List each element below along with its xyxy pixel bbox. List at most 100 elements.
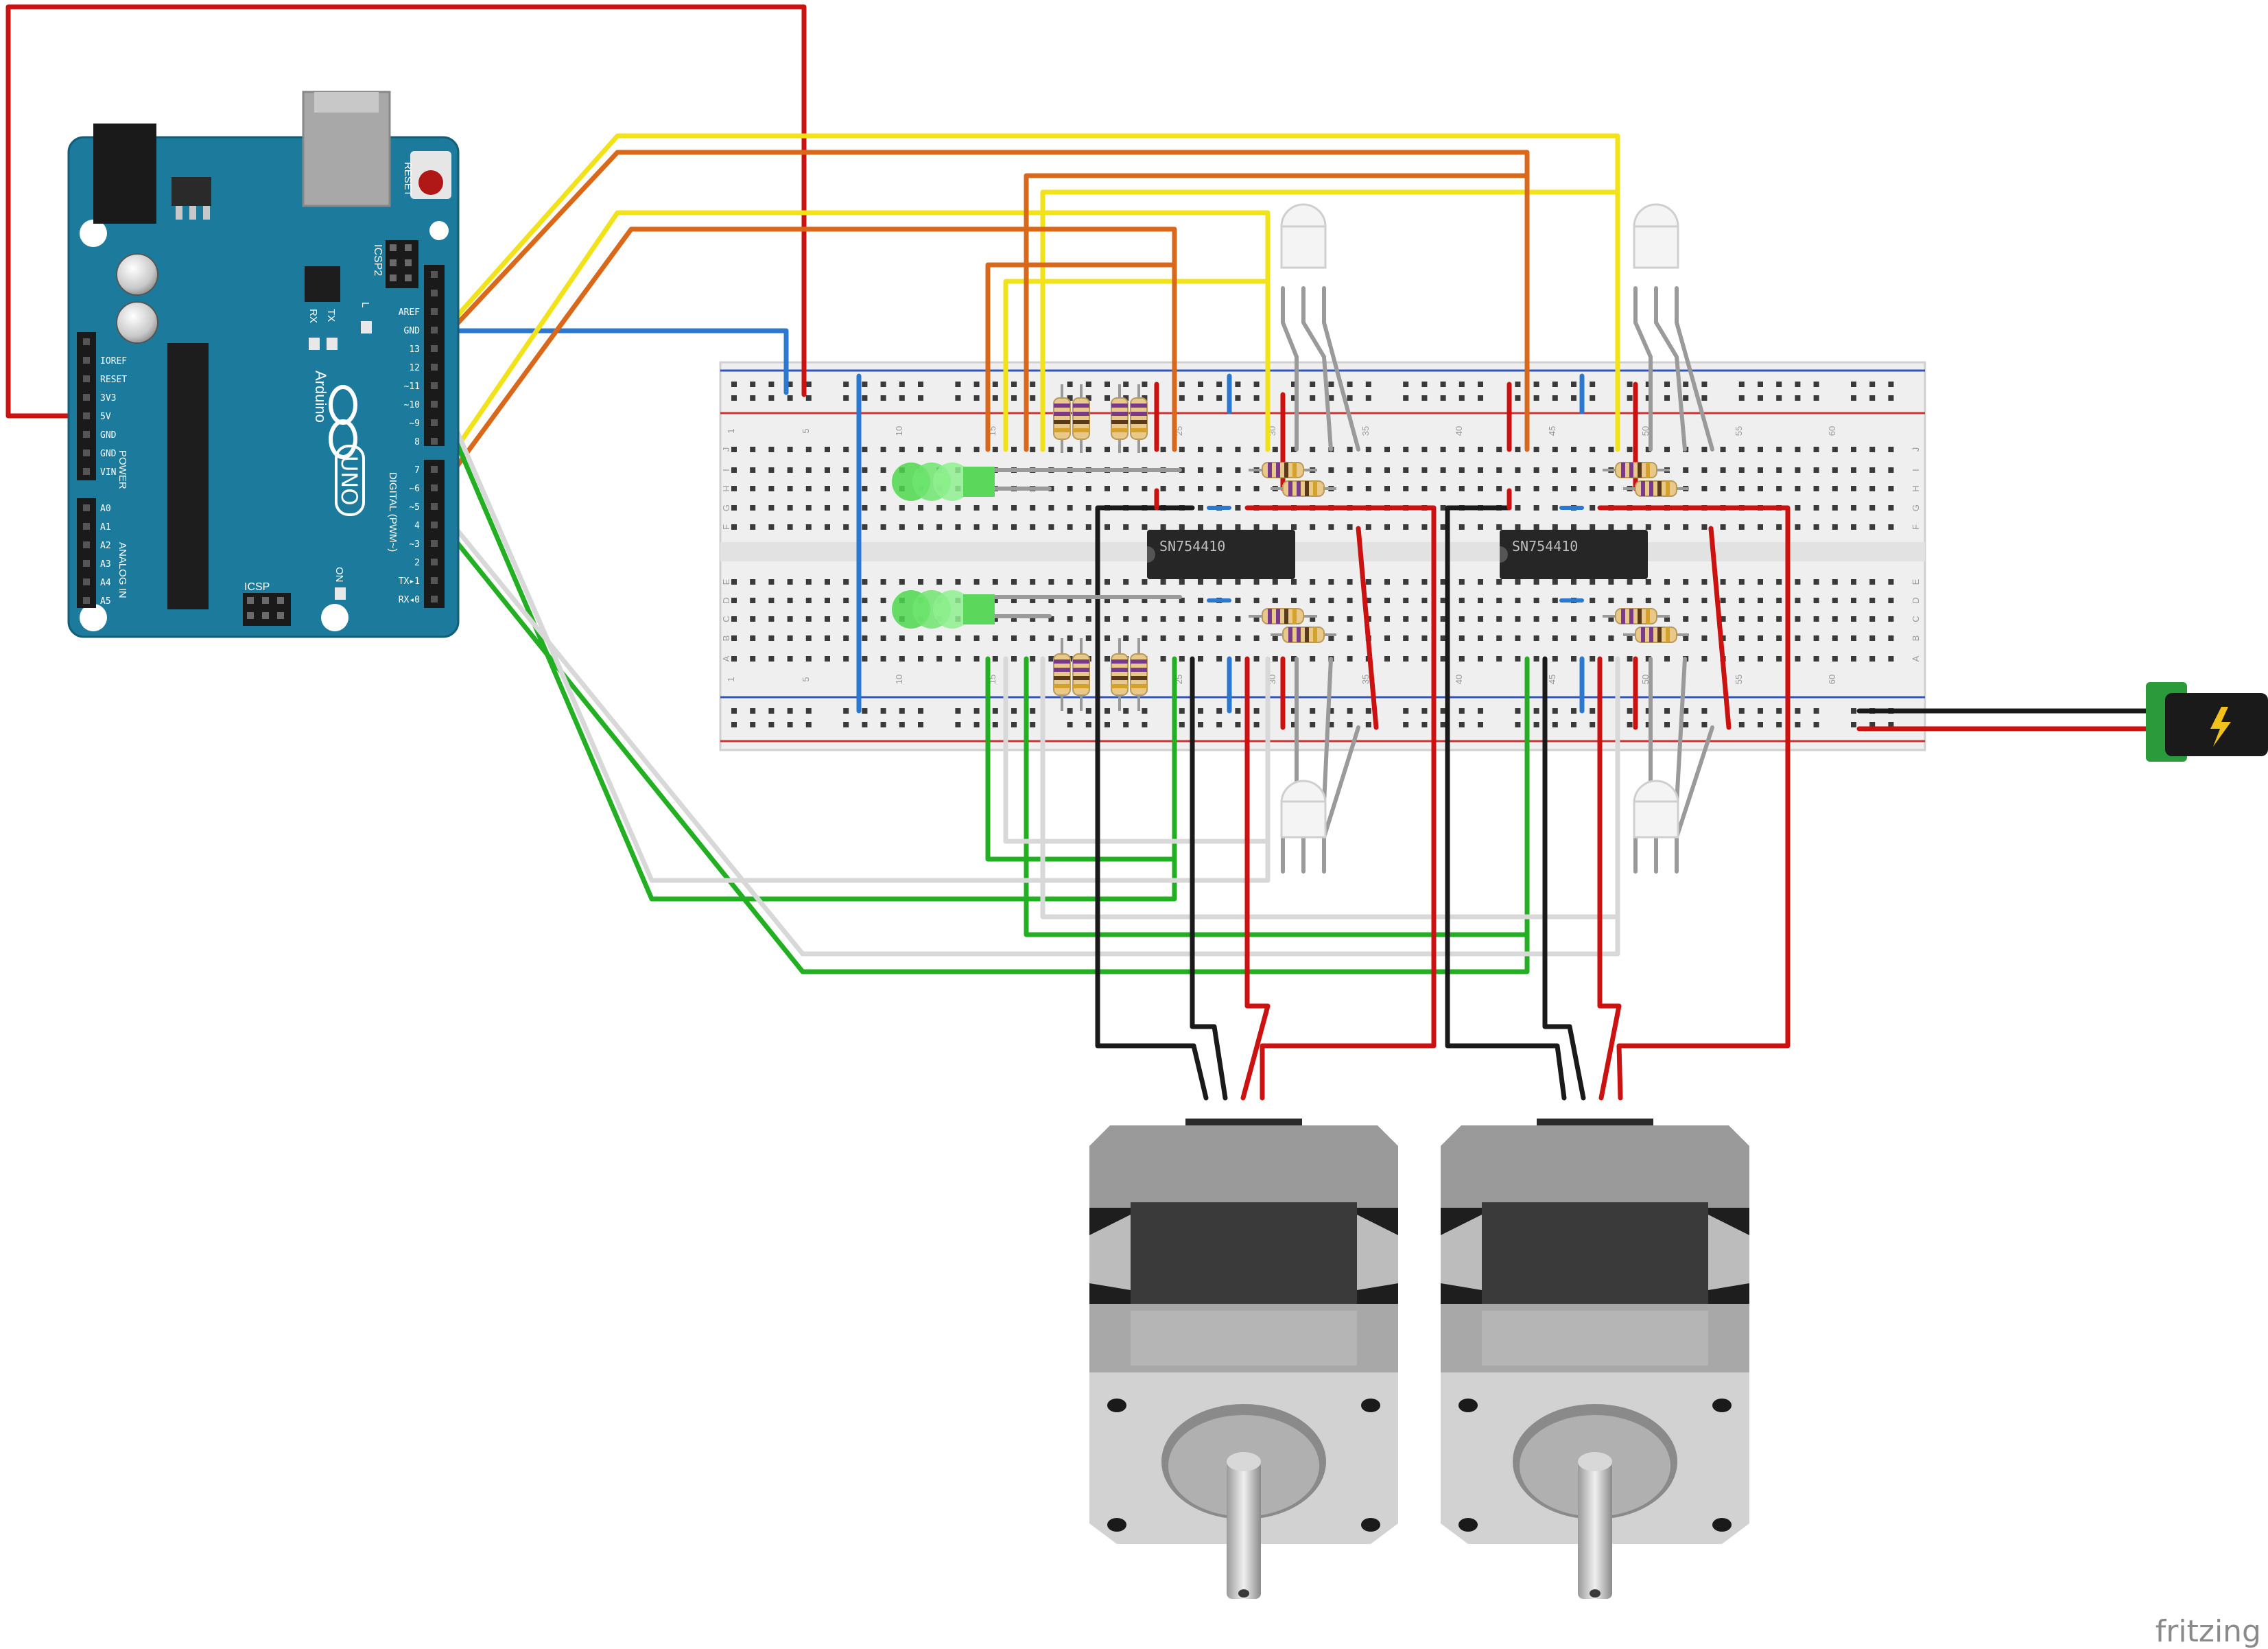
row-letter: J xyxy=(1911,447,1921,452)
reset-label: RESET xyxy=(402,162,414,196)
on-label: ON xyxy=(333,567,345,583)
wire-motor1-red-1 xyxy=(1244,505,1437,1101)
mount-hole xyxy=(1361,1399,1380,1412)
pin-label: A3 xyxy=(100,559,111,570)
pin-label: A5 xyxy=(100,596,111,607)
resistor xyxy=(1072,384,1090,453)
pin-label: IOREF xyxy=(100,356,127,366)
digital-label: DIGITAL (PWM~) xyxy=(387,472,399,552)
row-letter: E xyxy=(1911,578,1921,585)
wire-motor2-black-2 xyxy=(1542,656,1586,1101)
mount-hole xyxy=(1458,1399,1478,1412)
row-letter: B xyxy=(1911,635,1921,642)
column-number: 55 xyxy=(1734,426,1744,436)
column-number: 5 xyxy=(801,677,811,681)
wire-motor1-black-2 xyxy=(1190,656,1228,1101)
column-number: 10 xyxy=(894,426,904,436)
mount-hole xyxy=(1712,1399,1732,1412)
wire-yellow-1 xyxy=(436,133,1620,452)
fritzing-watermark: fritzing xyxy=(2155,1614,2261,1649)
column-number: 45 xyxy=(1547,675,1557,684)
breadboard: 1155101015152020252530303535404045455050… xyxy=(719,361,1926,751)
rx-label: RX xyxy=(307,309,319,323)
wire-yellow-4 xyxy=(1040,189,1620,452)
row-letter: H xyxy=(721,485,731,491)
chip-1-label: SN754410 xyxy=(1159,538,1225,554)
resistor xyxy=(1603,608,1670,624)
wire-motor2-red-2 xyxy=(1597,656,1622,1101)
icsp2-header xyxy=(386,240,418,288)
resistor xyxy=(1130,384,1148,453)
chip-sn754410-1: SN754410 xyxy=(1147,530,1295,579)
pin-label: ~3 xyxy=(409,539,420,550)
pin-label: 13 xyxy=(409,344,420,355)
pin-label: 8 xyxy=(414,437,420,447)
row-letter: E xyxy=(721,578,731,585)
icsp-header xyxy=(243,593,291,626)
resistor xyxy=(1130,638,1148,711)
wire-orange-3 xyxy=(985,262,1177,452)
column-number: 1 xyxy=(726,428,736,433)
l-label: L xyxy=(359,302,371,307)
resistor xyxy=(1111,638,1129,711)
column-number: 60 xyxy=(1827,426,1837,436)
lightning-icon xyxy=(2210,707,2231,747)
mount-hole xyxy=(1361,1518,1380,1532)
mount-hole xyxy=(1458,1518,1478,1532)
led-white-1 xyxy=(1280,203,1327,269)
pin-label: ~5 xyxy=(409,502,420,513)
row-letter: I xyxy=(1911,469,1921,471)
pin-label: ~10 xyxy=(404,400,420,410)
row-letter: C xyxy=(721,616,731,622)
wire-orange-2 xyxy=(436,226,1177,493)
wire-motor1-red-2 xyxy=(1240,656,1271,1101)
chip-sn754410-2: SN754410 xyxy=(1500,530,1648,579)
resistor xyxy=(1249,462,1317,478)
led-green-2 xyxy=(892,590,995,629)
arduino-model: UNO xyxy=(336,456,362,506)
power-jack xyxy=(2146,682,2268,762)
pin-label: 3V3 xyxy=(100,393,116,404)
wire-yellow-2 xyxy=(436,210,1271,476)
pin-label: VIN xyxy=(100,467,116,478)
arduino-header-pins xyxy=(83,271,438,604)
arduino-brand: Arduino xyxy=(312,371,329,423)
row-letter: C xyxy=(1911,616,1921,622)
mount-hole xyxy=(1712,1518,1732,1532)
row-letter: A xyxy=(721,655,731,662)
atmega-chip xyxy=(167,343,209,609)
column-number: 1 xyxy=(726,677,736,681)
pin-label: A2 xyxy=(100,541,111,551)
pin-label: ~9 xyxy=(409,419,420,429)
wire-motor2-red-diag xyxy=(1708,526,1732,730)
row-letter: D xyxy=(721,597,731,603)
arduino-uno: RESET ICSP2 ICSP RX TX L ON Arduino xyxy=(67,91,460,638)
row-letter: D xyxy=(1911,597,1921,603)
pin-label: 7 xyxy=(414,465,420,476)
wire-white-2 xyxy=(436,505,1620,957)
wire-yellow-3 xyxy=(1003,279,1271,452)
resistor xyxy=(1072,638,1090,711)
wire-orange-4 xyxy=(1024,173,1530,452)
wire-motor2-black xyxy=(1445,505,1567,1101)
stepper-motors xyxy=(1089,1119,1749,1599)
wire-white-4 xyxy=(1040,656,1620,920)
resistor xyxy=(1623,480,1689,497)
dc-jack xyxy=(93,124,156,224)
column-number: 45 xyxy=(1547,426,1557,436)
mount-hole xyxy=(1107,1518,1126,1532)
resistor xyxy=(1053,638,1071,711)
row-letter: H xyxy=(1911,485,1921,491)
tx-label: TX xyxy=(325,309,337,322)
analog-label: ANALOG IN xyxy=(117,542,128,598)
led-white-2 xyxy=(1633,203,1679,269)
column-number: 35 xyxy=(1360,426,1371,436)
pin-label: RX◂0 xyxy=(399,595,420,605)
column-number: 60 xyxy=(1827,675,1837,684)
column-number: 40 xyxy=(1454,675,1464,684)
pin-label: GND xyxy=(404,326,421,336)
icsp2-label: ICSP2 xyxy=(372,244,383,276)
resistor xyxy=(1053,384,1071,453)
row-letter: J xyxy=(721,447,731,452)
